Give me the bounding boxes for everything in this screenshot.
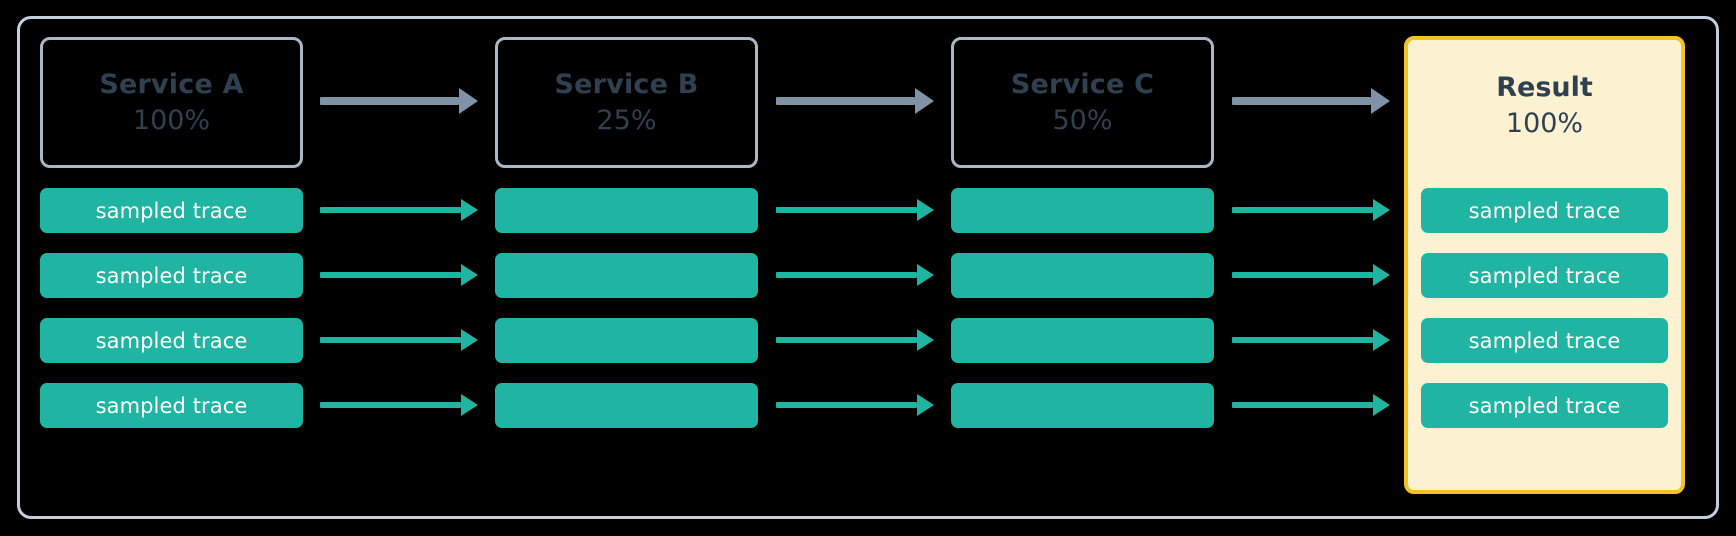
trace-label: sampled trace <box>95 328 248 353</box>
service-b-name: Service B <box>554 69 699 101</box>
trace-bar-row3-service-a[interactable]: sampled trace <box>40 318 303 363</box>
trace-bar-row1-service-a[interactable]: sampled trace <box>40 188 303 233</box>
trace-bar-row2-service-b[interactable] <box>495 253 758 298</box>
result-percent: 100% <box>1505 107 1584 139</box>
trace-bar-row1-result[interactable]: sampled trace <box>1421 188 1668 233</box>
trace-bar-row1-service-c[interactable] <box>951 188 1214 233</box>
trace-bar-row2-result[interactable]: sampled trace <box>1421 253 1668 298</box>
service-c-name: Service C <box>1010 69 1155 101</box>
trace-bar-row3-service-c[interactable] <box>951 318 1214 363</box>
result-name: Result <box>1496 72 1593 104</box>
trace-label: sampled trace <box>1468 198 1621 223</box>
service-a-name: Service A <box>99 69 244 101</box>
trace-bar-row3-result[interactable]: sampled trace <box>1421 318 1668 363</box>
trace-label: sampled trace <box>1468 393 1621 418</box>
trace-bar-row4-result[interactable]: sampled trace <box>1421 383 1668 428</box>
trace-label: sampled trace <box>1468 328 1621 353</box>
outer-container-frame <box>17 16 1719 519</box>
trace-bar-row3-service-b[interactable] <box>495 318 758 363</box>
result-header: Result 100% <box>1408 40 1681 171</box>
trace-bar-row2-service-c[interactable] <box>951 253 1214 298</box>
trace-label: sampled trace <box>95 198 248 223</box>
service-box-service-b[interactable]: Service B 25% <box>495 37 758 168</box>
service-box-service-a[interactable]: Service A 100% <box>40 37 303 168</box>
trace-bar-row4-service-b[interactable] <box>495 383 758 428</box>
service-b-percent: 25% <box>596 104 657 136</box>
trace-label: sampled trace <box>1468 263 1621 288</box>
service-a-percent: 100% <box>132 104 211 136</box>
trace-bar-row1-service-b[interactable] <box>495 188 758 233</box>
trace-bar-row4-service-c[interactable] <box>951 383 1214 428</box>
service-box-service-c[interactable]: Service C 50% <box>951 37 1214 168</box>
trace-label: sampled trace <box>95 393 248 418</box>
trace-bar-row2-service-a[interactable]: sampled trace <box>40 253 303 298</box>
service-c-percent: 50% <box>1052 104 1113 136</box>
trace-bar-row4-service-a[interactable]: sampled trace <box>40 383 303 428</box>
trace-label: sampled trace <box>95 263 248 288</box>
